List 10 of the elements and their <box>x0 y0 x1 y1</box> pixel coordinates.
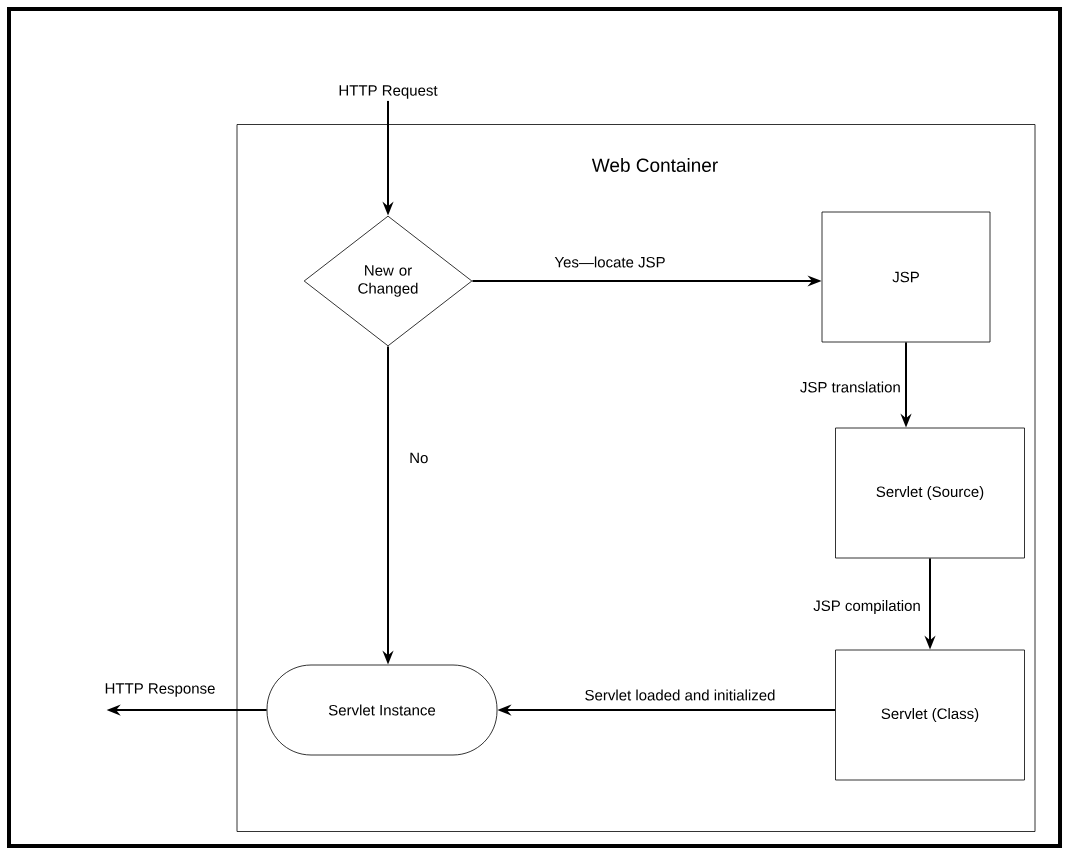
process-box: Servlet (Source) <box>835 427 1025 559</box>
edge-label: JSP compilation <box>812 599 922 615</box>
edge-label: No <box>408 451 430 465</box>
edge-label: JSP translation <box>798 380 902 394</box>
edge-label: Yes—locate JSP <box>553 255 667 269</box>
edge-label: Servlet loaded and initialized <box>583 688 777 702</box>
process-box: Servlet (Class) <box>835 649 1025 781</box>
input-label: HTTP Request <box>339 85 438 99</box>
edge-label: HTTP Response <box>103 682 217 698</box>
process-box: JSP <box>821 211 991 343</box>
